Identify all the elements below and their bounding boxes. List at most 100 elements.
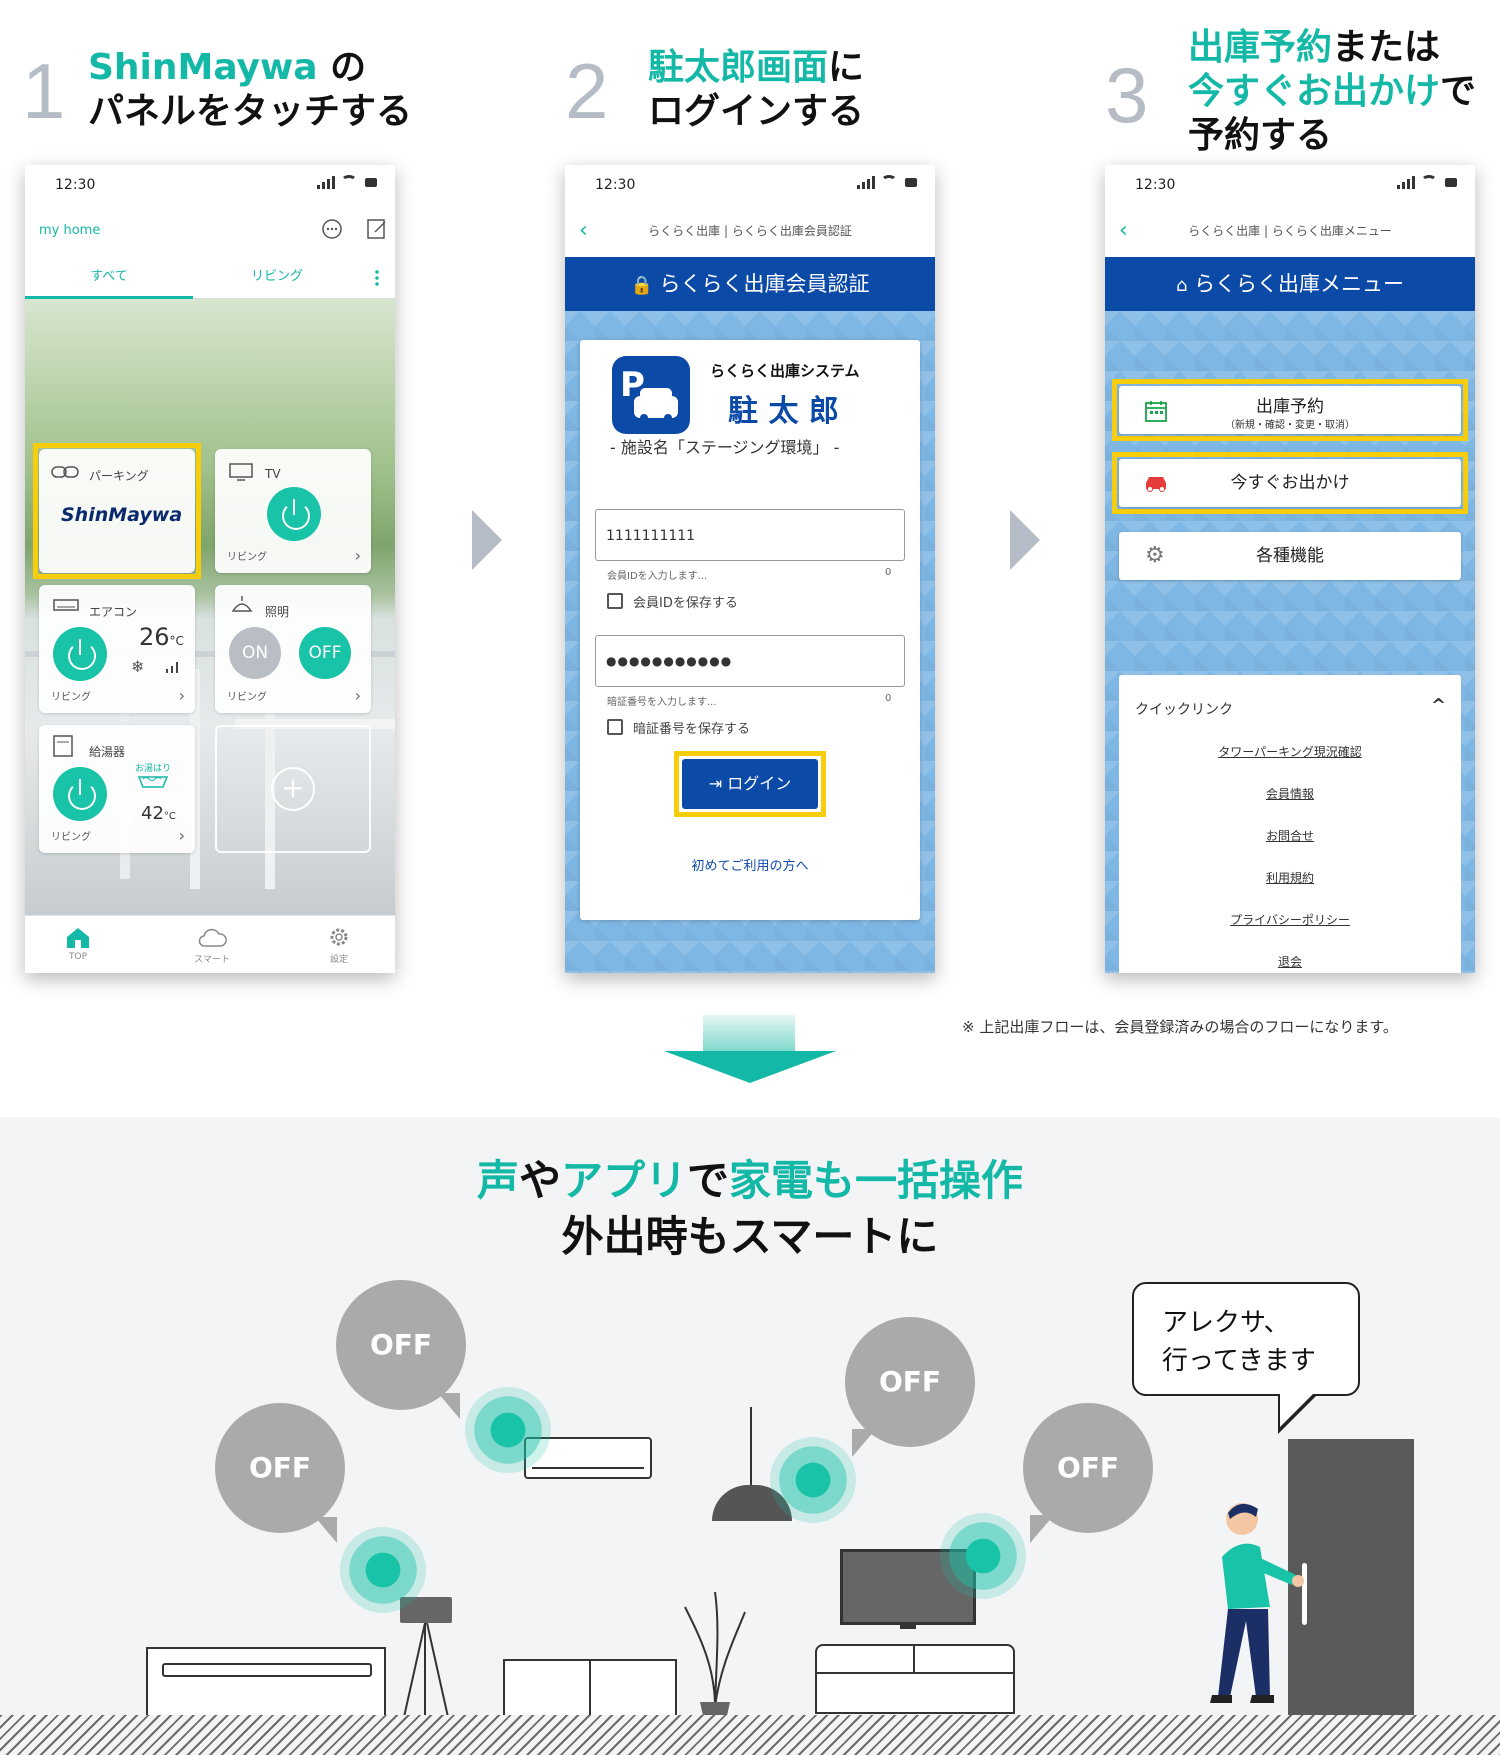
go-now-button[interactable]: 今すぐお出かけ bbox=[1119, 459, 1461, 507]
nav-settings[interactable]: 設定 bbox=[329, 955, 348, 965]
chat-icon[interactable] bbox=[320, 217, 344, 241]
functions-button[interactable]: ⚙ 各種機能 bbox=[1119, 532, 1461, 580]
headline-or: や bbox=[518, 1156, 561, 1205]
link-withdraw[interactable]: 退会 bbox=[1277, 955, 1302, 969]
link-privacy-policy[interactable]: プライバシーポリシー bbox=[1230, 913, 1350, 927]
gear-icon[interactable] bbox=[327, 925, 351, 949]
step-3-highlight-2: 今すぐお出かけ bbox=[1188, 71, 1441, 112]
light-off-button[interactable]: OFF bbox=[299, 627, 351, 679]
step-3-title: 出庫予約または 今すぐお出かけで 予約する bbox=[1188, 26, 1476, 158]
down-arrow-icon bbox=[664, 1051, 836, 1083]
system-name: らくらく出庫システム bbox=[710, 362, 860, 380]
tv-power-button[interactable] bbox=[267, 487, 321, 541]
wifi-icon bbox=[881, 175, 897, 187]
floor-lamp-pole bbox=[424, 1623, 426, 1733]
nav-smart[interactable]: スマート bbox=[194, 955, 230, 965]
member-id-hint: 会員IDを入力します... bbox=[607, 571, 708, 582]
quick-links-title: クイックリンク bbox=[1135, 702, 1233, 718]
door-handle bbox=[1302, 1563, 1307, 1625]
headline-voice: 声 bbox=[476, 1156, 519, 1205]
more-vertical-icon[interactable] bbox=[375, 269, 379, 287]
link-tower-parking-status[interactable]: タワーパーキング現況確認 bbox=[1218, 745, 1362, 759]
signal-bar bbox=[332, 176, 335, 189]
chevron-right-icon[interactable]: › bbox=[178, 826, 185, 845]
home-icon[interactable] bbox=[65, 926, 91, 950]
tile-heater-room: リビング bbox=[51, 832, 91, 843]
link-member-info[interactable]: 会員情報 bbox=[1265, 787, 1314, 801]
step-3-title-rest-2: で bbox=[1440, 71, 1477, 112]
lock-icon: 🔒 bbox=[630, 275, 653, 296]
status-time: 12:30 bbox=[595, 177, 636, 193]
tab-living[interactable]: リビング bbox=[250, 269, 303, 284]
step-3-title-rest-1: または bbox=[1332, 27, 1441, 68]
back-chevron-icon[interactable]: ‹ bbox=[579, 218, 588, 243]
gear-icon: ⚙ bbox=[1145, 543, 1165, 568]
functions-label: 各種機能 bbox=[1256, 546, 1324, 566]
tv-stand bbox=[900, 1625, 916, 1629]
quick-links-panel: クイックリンク ^ タワーパーキング現況確認 会員情報 お問合せ 利用規約 プラ… bbox=[1119, 675, 1461, 973]
tile-aircon[interactable]: エアコン 26°C ❄ リビング › bbox=[39, 585, 195, 713]
headline-app: アプリ bbox=[560, 1156, 687, 1205]
off-bubble-aircon: OFF bbox=[336, 1280, 466, 1410]
tile-parking[interactable]: パーキング ShinMaywa bbox=[39, 449, 195, 573]
chevron-up-icon[interactable]: ^ bbox=[1431, 695, 1447, 716]
login-door-icon: ⇥ bbox=[708, 774, 723, 793]
speech-tail-fill bbox=[1280, 1393, 1314, 1427]
wifi-icon bbox=[341, 175, 357, 187]
status-icons bbox=[317, 175, 377, 191]
auth-title: らくらく出庫会員認証 bbox=[659, 272, 870, 296]
signal-bar bbox=[322, 182, 325, 189]
battery-icon bbox=[365, 178, 377, 187]
aircon-power-button[interactable] bbox=[53, 627, 107, 681]
step-3-title-line3: 予約する bbox=[1188, 115, 1333, 156]
first-time-link[interactable]: 初めてご利用の方へ bbox=[691, 859, 809, 874]
edit-icon[interactable] bbox=[365, 217, 389, 241]
chevron-right-icon[interactable]: › bbox=[354, 546, 361, 565]
signal-bar bbox=[1407, 179, 1410, 189]
chevron-right-icon[interactable]: › bbox=[354, 686, 361, 705]
save-id-checkbox[interactable] bbox=[607, 593, 623, 609]
signal-glow-aircon bbox=[465, 1387, 551, 1473]
tile-light[interactable]: 照明 ON OFF リビング › bbox=[215, 585, 371, 713]
app-header: my home bbox=[25, 205, 395, 257]
bubble-tail bbox=[438, 1393, 460, 1419]
tile-add-device[interactable]: + bbox=[215, 725, 371, 853]
parking-car-logo-icon: P bbox=[612, 356, 690, 434]
heater-temp: 42°C bbox=[141, 803, 176, 824]
room-tabs: すべて リビング bbox=[25, 257, 395, 299]
tile-tv-room: リビング bbox=[227, 552, 267, 563]
water-heater-icon bbox=[53, 735, 73, 757]
tile-heater-label: 給湯器 bbox=[89, 745, 126, 759]
step-2-title-rest: に bbox=[828, 47, 865, 88]
password-input[interactable]: ●●●●●●●●●●● bbox=[595, 635, 905, 687]
bed-mattress bbox=[162, 1663, 372, 1677]
chevron-right-icon[interactable]: › bbox=[178, 686, 185, 705]
off-bubble-lamp: OFF bbox=[215, 1403, 345, 1533]
member-id-input[interactable]: 1111111111 bbox=[595, 509, 905, 561]
aircon-icon bbox=[53, 599, 79, 611]
tile-water-heater[interactable]: 給湯器 お湯はり 42°C リビング › bbox=[39, 725, 195, 853]
login-button[interactable]: ⇥ ログイン bbox=[682, 759, 818, 809]
light-on-button[interactable]: ON bbox=[229, 627, 281, 679]
password-hint: 暗証番号を入力します... bbox=[607, 697, 717, 708]
tab-all[interactable]: すべて bbox=[25, 257, 193, 299]
heater-power-button[interactable] bbox=[53, 767, 107, 821]
bottom-nav: TOP スマート 設定 bbox=[25, 915, 395, 973]
nav-top[interactable]: TOP bbox=[68, 952, 87, 962]
link-contact[interactable]: お問合せ bbox=[1265, 829, 1314, 843]
plant-illustration bbox=[684, 1591, 746, 1725]
phone-1-home-app: 12:30 my home すべて リビング bbox=[25, 165, 395, 973]
save-password-checkbox[interactable] bbox=[607, 719, 623, 735]
cloud-icon[interactable] bbox=[197, 926, 227, 948]
flow-note: ※ 上記出庫フローは、会員登録済みの場合のフローになります。 bbox=[962, 1018, 1398, 1036]
link-terms[interactable]: 利用規約 bbox=[1265, 871, 1314, 885]
headline-appliances: 家電も一括操作 bbox=[729, 1156, 1024, 1205]
reserve-button[interactable]: 出庫予約 （新規・確認・変更・取消） bbox=[1119, 386, 1461, 434]
tile-tv[interactable]: TV リビング › bbox=[215, 449, 371, 573]
headline-line2: 外出時もスマートに bbox=[561, 1212, 939, 1261]
signal-glow-tv bbox=[940, 1513, 1026, 1599]
highlight-go-now bbox=[1112, 452, 1468, 514]
back-chevron-icon[interactable]: ‹ bbox=[1119, 218, 1128, 243]
add-icon[interactable]: + bbox=[271, 767, 315, 811]
